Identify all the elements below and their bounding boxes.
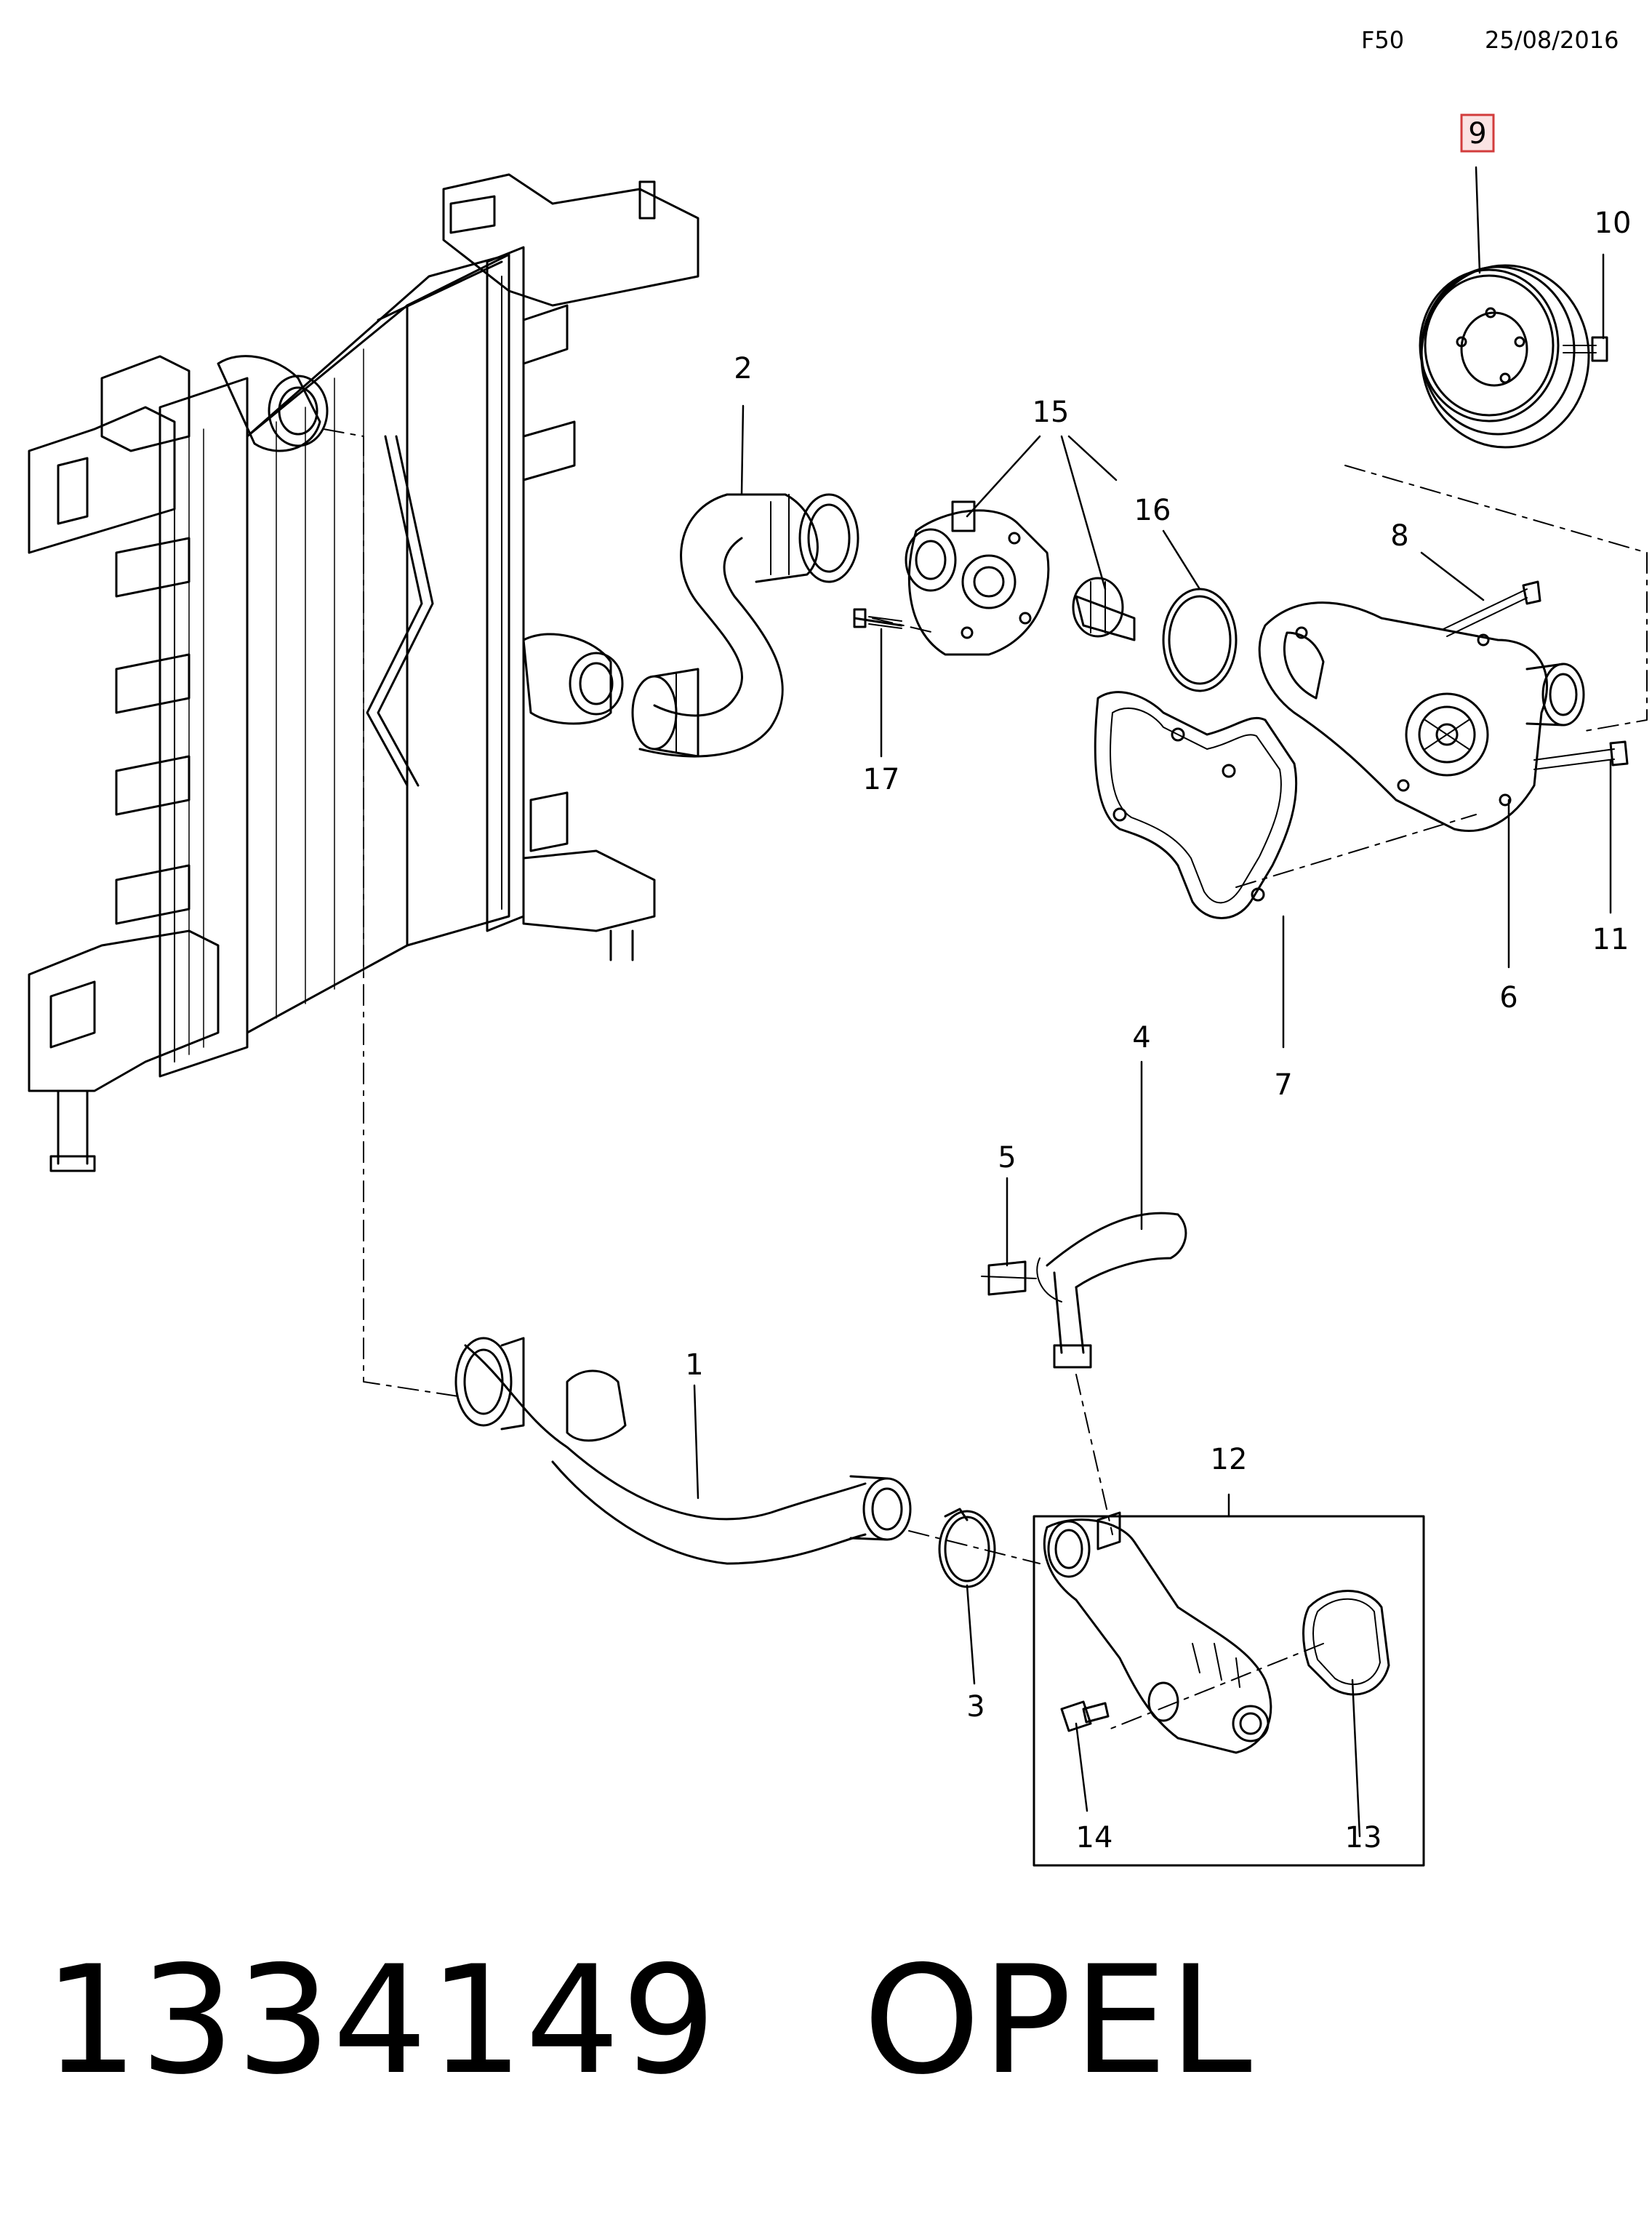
callout-3: 3 bbox=[966, 1690, 985, 1724]
pump-gasket bbox=[1094, 691, 1298, 919]
brand-name: OPEL bbox=[863, 1934, 1254, 2108]
diagram-date: 25/08/2016 bbox=[1485, 26, 1619, 54]
page-code: F50 bbox=[1361, 26, 1405, 54]
callout-2: 2 bbox=[734, 352, 752, 385]
callout-6: 6 bbox=[1499, 981, 1517, 1015]
callout-7: 7 bbox=[1274, 1068, 1292, 1102]
callout-12: 12 bbox=[1211, 1443, 1248, 1476]
leader-lines bbox=[693, 166, 1612, 1838]
highlight-box-9 bbox=[1460, 113, 1495, 153]
callout-4: 4 bbox=[1132, 1021, 1150, 1055]
temperature-sensor bbox=[1060, 1700, 1110, 1732]
assembly-lines bbox=[323, 428, 1648, 1732]
part-number: 1334149 bbox=[44, 1934, 718, 2108]
callout-16: 16 bbox=[1134, 494, 1171, 527]
housing-gasket bbox=[1302, 1590, 1390, 1696]
bolt-10 bbox=[1563, 336, 1608, 362]
callout-10: 10 bbox=[1595, 207, 1632, 240]
water-pump bbox=[1258, 601, 1585, 832]
callout-14: 14 bbox=[1076, 1821, 1113, 1854]
upper-radiator-hose bbox=[631, 493, 859, 758]
callout-13: 13 bbox=[1345, 1821, 1382, 1854]
callout-11: 11 bbox=[1592, 923, 1629, 956]
thermostat-housing bbox=[905, 500, 1050, 656]
bolt-8 bbox=[1443, 580, 1541, 637]
coolant-outlet-housing bbox=[1043, 1511, 1272, 1754]
callout-15: 15 bbox=[1032, 396, 1070, 429]
pump-pulley bbox=[1419, 264, 1590, 449]
callout-17: 17 bbox=[863, 763, 900, 796]
bolt-11 bbox=[1533, 740, 1629, 770]
pipe-clip bbox=[981, 1260, 1037, 1296]
group-12-frame bbox=[1032, 1515, 1425, 1867]
bolt-17 bbox=[853, 608, 903, 629]
callout-8: 8 bbox=[1390, 519, 1408, 553]
coolant-pipe bbox=[1036, 1212, 1187, 1369]
part-number-footer: 1334149 OPEL bbox=[44, 1934, 1254, 2108]
callout-1: 1 bbox=[685, 1348, 703, 1382]
callout-9: 9 bbox=[1468, 117, 1486, 151]
hose-clamp-3 bbox=[938, 1508, 996, 1588]
radiator bbox=[28, 173, 699, 1172]
lower-radiator-hose bbox=[454, 1337, 912, 1565]
callout-5: 5 bbox=[998, 1141, 1016, 1174]
thermostat bbox=[1072, 577, 1136, 641]
o-ring-16 bbox=[1162, 588, 1238, 692]
